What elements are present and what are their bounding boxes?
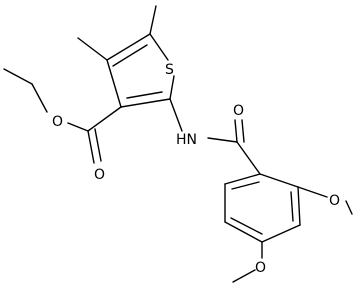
- benzene-bond-3: [261, 224, 301, 243]
- ethyl-ester-group: [3, 68, 122, 164]
- bond-c4-methyl: [77, 37, 108, 61]
- bond-c4-c5: [106, 33, 151, 61]
- benzene-bond-4: [224, 221, 263, 243]
- bond-amide-o-double-a: [234, 119, 238, 143]
- bond-carbonyl-ring: [236, 141, 261, 175]
- amide-nh-label: HN: [176, 132, 197, 148]
- amide-group: [169, 98, 261, 175]
- benzene-bond-4-inner: [230, 217, 263, 235]
- benzene-bond-6-inner: [231, 181, 260, 190]
- bond-carbonyl-o-double-a: [87, 130, 95, 164]
- bond-methoxy-o-ch3-right: [345, 200, 353, 215]
- bond-c2-c3-inner: [126, 91, 163, 99]
- ester-ether-oxygen-label: O: [52, 114, 63, 130]
- bond-c5-methyl: [149, 5, 157, 35]
- benzene-ring: [224, 173, 301, 243]
- benzene-bond-6: [224, 173, 261, 185]
- bond-c2-nh: [169, 98, 183, 132]
- bond-ether-o-ch2: [31, 83, 48, 113]
- sulfur-label: S: [165, 62, 174, 78]
- bond-c3-c4: [106, 59, 122, 108]
- bond-nh-carbonyl: [207, 137, 238, 143]
- methoxy-oxygen-right-label: O: [329, 193, 340, 209]
- benzene-bond-1: [259, 173, 299, 188]
- benzene-bond-2: [297, 186, 301, 226]
- amide-oxygen-label: O: [233, 103, 244, 119]
- bond-c3-carbonyl: [87, 106, 122, 132]
- bond-c4-c5-inner: [112, 44, 148, 67]
- bond-carbonyl-o-double-b: [94, 128, 102, 162]
- bond-amide-o-double-b: [241, 119, 245, 143]
- bond-carbonyl-ether-o: [67, 122, 89, 132]
- benzene-bond-2-inner: [290, 191, 294, 222]
- bond-s-c2: [169, 75, 175, 100]
- bond-c5-s: [149, 33, 169, 61]
- bond-ring-methoxy-o-right: [297, 186, 328, 198]
- bond-c2-c3: [120, 98, 171, 108]
- bond-methoxy-o-ch3-bottom: [232, 269, 256, 283]
- methoxy-oxygen-bottom-label: O: [255, 260, 266, 276]
- thiophene-ring: [106, 33, 175, 108]
- bond-ch2-ch3: [3, 68, 33, 85]
- ester-carbonyl-oxygen-label: O: [94, 167, 105, 183]
